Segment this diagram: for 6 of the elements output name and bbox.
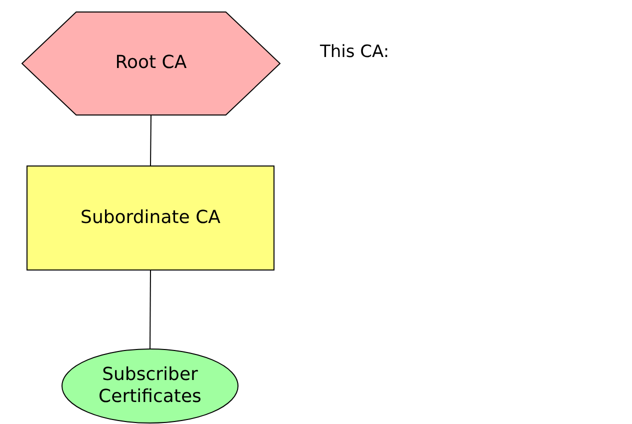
- connector-line: [150, 270, 151, 350]
- node-label: Subordinate CA: [80, 206, 220, 230]
- note-text: This CA:: [320, 41, 390, 64]
- node-label: Root CA: [115, 52, 187, 75]
- connector-line: [150, 114, 152, 166]
- node-label: Subscriber Certificates: [98, 364, 202, 408]
